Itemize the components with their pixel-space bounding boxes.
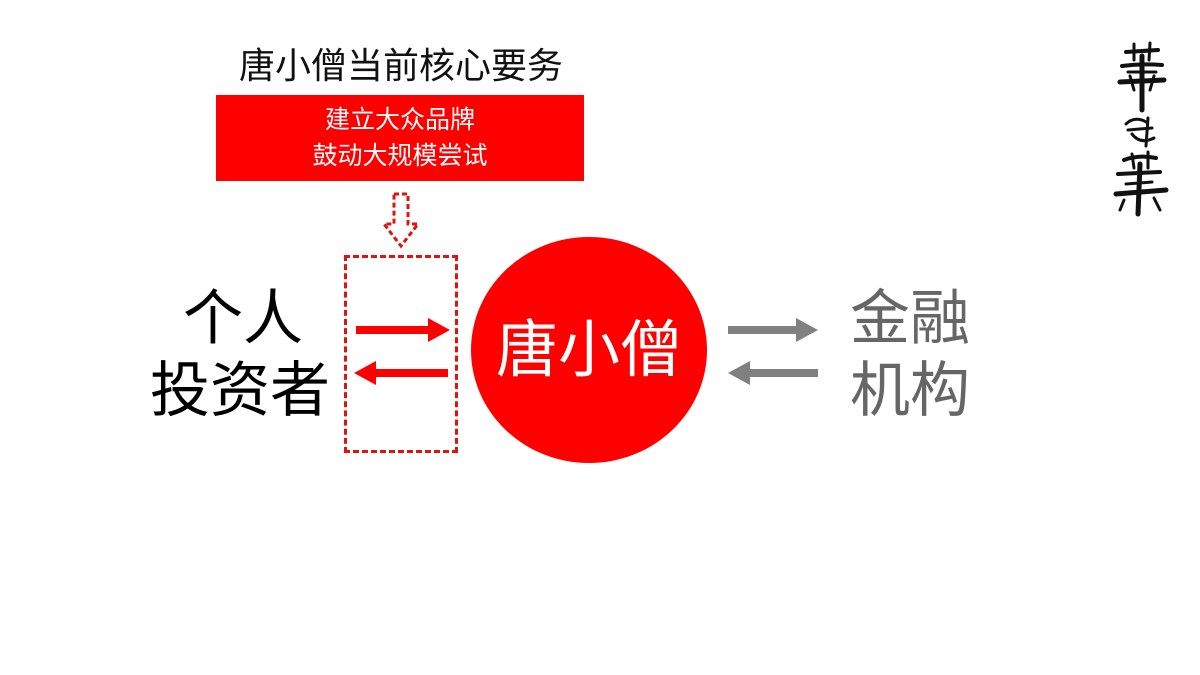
arrow-right-gray-icon: [728, 318, 818, 342]
center-node-circle: 唐小僧: [471, 237, 707, 463]
priority-line-1: 建立大众品牌: [324, 105, 475, 134]
priority-box: 建立大众品牌 鼓动大规模尝试: [216, 95, 584, 181]
hua-yu-hua-logo: [1113, 41, 1169, 217]
arrow-left-gray-icon: [728, 361, 818, 385]
left-label-line-2: 投资者: [150, 356, 330, 426]
financial-institution-label: 金融 机构: [850, 283, 1000, 427]
right-label-line-2: 机构: [850, 356, 970, 426]
arrow-left-red-icon: [354, 361, 448, 385]
diagram-title: 唐小僧当前核心要务: [238, 46, 563, 87]
priority-line-2: 鼓动大规模尝试: [312, 141, 488, 170]
highlight-dashed-box: [344, 255, 458, 453]
left-label-line-1: 个人: [183, 284, 303, 354]
arrow-right-red-icon: [356, 318, 450, 342]
center-node-label: 唐小僧: [495, 313, 682, 386]
right-label-line-1: 金融: [850, 284, 970, 354]
dashed-down-arrow-icon: [380, 192, 422, 249]
individual-investor-label: 个人 投资者: [140, 283, 340, 427]
